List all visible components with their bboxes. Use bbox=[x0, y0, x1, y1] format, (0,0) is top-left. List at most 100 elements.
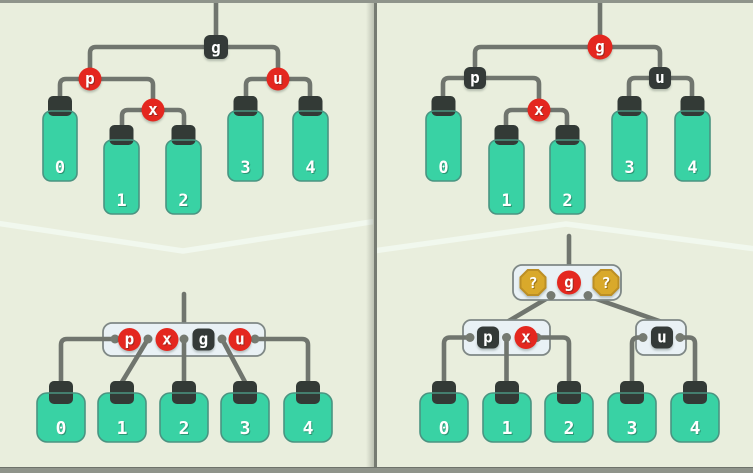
node-cap bbox=[617, 96, 642, 116]
connector bbox=[243, 76, 274, 102]
badge-u: u bbox=[651, 326, 673, 349]
diagram-top-left-tree: g p x u 0 bbox=[42, 3, 329, 215]
leaf-node-2: 2 bbox=[544, 381, 594, 443]
leaf-body bbox=[608, 393, 656, 442]
badge-g: g bbox=[587, 34, 613, 60]
slot-dot bbox=[110, 334, 120, 344]
diagram-bottom-right-tree: ? g ? p x bbox=[419, 233, 720, 443]
badge-u-label: u bbox=[235, 330, 245, 349]
leaf-border bbox=[425, 110, 462, 182]
badge-question-shape bbox=[592, 269, 620, 296]
slot-dot bbox=[250, 334, 260, 344]
leaf-border bbox=[220, 392, 270, 443]
badge-g-shape bbox=[192, 328, 215, 351]
badge-question-label: ? bbox=[528, 274, 537, 292]
connector bbox=[282, 76, 313, 102]
badge-p-label: p bbox=[125, 330, 135, 349]
leaf-border bbox=[607, 392, 657, 443]
leaf-border bbox=[292, 110, 329, 182]
chevron-down-separator bbox=[0, 218, 373, 254]
leaf-border bbox=[670, 392, 720, 443]
badge-u-label: u bbox=[657, 328, 667, 347]
leaf-node-0: 0 bbox=[419, 381, 469, 443]
leaf-node-2: 2 bbox=[159, 381, 209, 443]
connector bbox=[157, 107, 187, 132]
connector bbox=[543, 107, 570, 132]
leaf-border bbox=[488, 139, 525, 215]
badge-question-label: ? bbox=[601, 274, 610, 292]
badge-question-shape bbox=[519, 269, 547, 296]
badge-g-label: g bbox=[211, 38, 221, 57]
connector bbox=[440, 75, 467, 102]
slot-dot bbox=[217, 334, 227, 344]
slot-dot bbox=[583, 291, 593, 300]
leaf-label: 3 bbox=[627, 418, 638, 439]
slot-dot bbox=[638, 333, 648, 342]
badge-x-label: x bbox=[534, 100, 544, 119]
leaf-body bbox=[160, 393, 208, 442]
leaf-border bbox=[42, 110, 78, 182]
connector bbox=[252, 336, 311, 385]
leaf-node-2: 2 bbox=[165, 125, 202, 215]
badge-p: p bbox=[477, 326, 499, 349]
node-cap bbox=[680, 96, 705, 116]
leaf-border bbox=[97, 392, 147, 443]
badge-g: g bbox=[557, 270, 581, 295]
badge-x-label: x bbox=[148, 100, 158, 119]
badge-p-shape bbox=[464, 67, 486, 89]
badge-u-shape bbox=[266, 67, 290, 91]
badge-p-shape bbox=[78, 67, 102, 91]
leaf-label: 3 bbox=[624, 158, 634, 178]
badge-question-left: ? bbox=[519, 269, 547, 296]
badge-g-label: g bbox=[595, 37, 605, 56]
badge-u-shape bbox=[228, 328, 252, 351]
badge-g-shape bbox=[587, 34, 613, 60]
node-cap bbox=[555, 125, 580, 145]
badge-x: x bbox=[514, 326, 538, 349]
left-panel: g p x u 0 bbox=[0, 3, 373, 443]
connector bbox=[219, 336, 248, 385]
badge-p-label: p bbox=[85, 69, 95, 88]
leaf-node-4: 4 bbox=[283, 381, 333, 443]
leaf-node-3: 3 bbox=[227, 96, 264, 182]
badge-p: p bbox=[78, 67, 102, 91]
node-cap bbox=[233, 96, 258, 116]
slot-dot bbox=[143, 334, 153, 344]
node-cap bbox=[109, 125, 134, 145]
leaf-label: 0 bbox=[438, 158, 448, 178]
leaf-border bbox=[103, 139, 140, 215]
connector bbox=[668, 75, 695, 102]
leaf-label: 2 bbox=[178, 191, 188, 211]
leaf-label: 4 bbox=[690, 418, 701, 439]
badge-g-shape bbox=[204, 35, 228, 59]
leaf-body bbox=[228, 111, 263, 181]
leaf-body bbox=[293, 111, 328, 181]
badge-x-shape bbox=[141, 98, 165, 122]
badge-x-label: x bbox=[521, 328, 531, 347]
node-cap bbox=[48, 96, 72, 116]
leaf-node-2: 2 bbox=[549, 125, 586, 215]
badge-g-label: g bbox=[564, 273, 574, 292]
connector bbox=[87, 44, 208, 72]
badge-x-label: x bbox=[162, 330, 172, 349]
connector bbox=[677, 335, 698, 385]
badge-x-shape bbox=[527, 98, 551, 122]
connector bbox=[483, 75, 542, 101]
connector bbox=[57, 76, 87, 102]
leaf-node-3: 3 bbox=[607, 381, 657, 443]
leaf-node-0: 0 bbox=[36, 381, 86, 443]
leaf-label: 4 bbox=[303, 418, 314, 439]
node-cap bbox=[494, 125, 519, 145]
node-cap bbox=[171, 125, 196, 145]
leaf-node-1: 1 bbox=[482, 381, 532, 443]
badge-x-shape bbox=[514, 326, 538, 349]
leaf-label: 4 bbox=[305, 158, 315, 178]
leaf-body bbox=[489, 140, 524, 214]
leaf-node-4: 4 bbox=[674, 96, 711, 182]
badge-x: x bbox=[155, 328, 179, 351]
connector bbox=[119, 336, 151, 385]
right-panel: g p x u 0 bbox=[377, 3, 753, 443]
badge-g-shape bbox=[557, 270, 581, 295]
badge-p: p bbox=[464, 67, 486, 89]
connector bbox=[609, 44, 663, 69]
